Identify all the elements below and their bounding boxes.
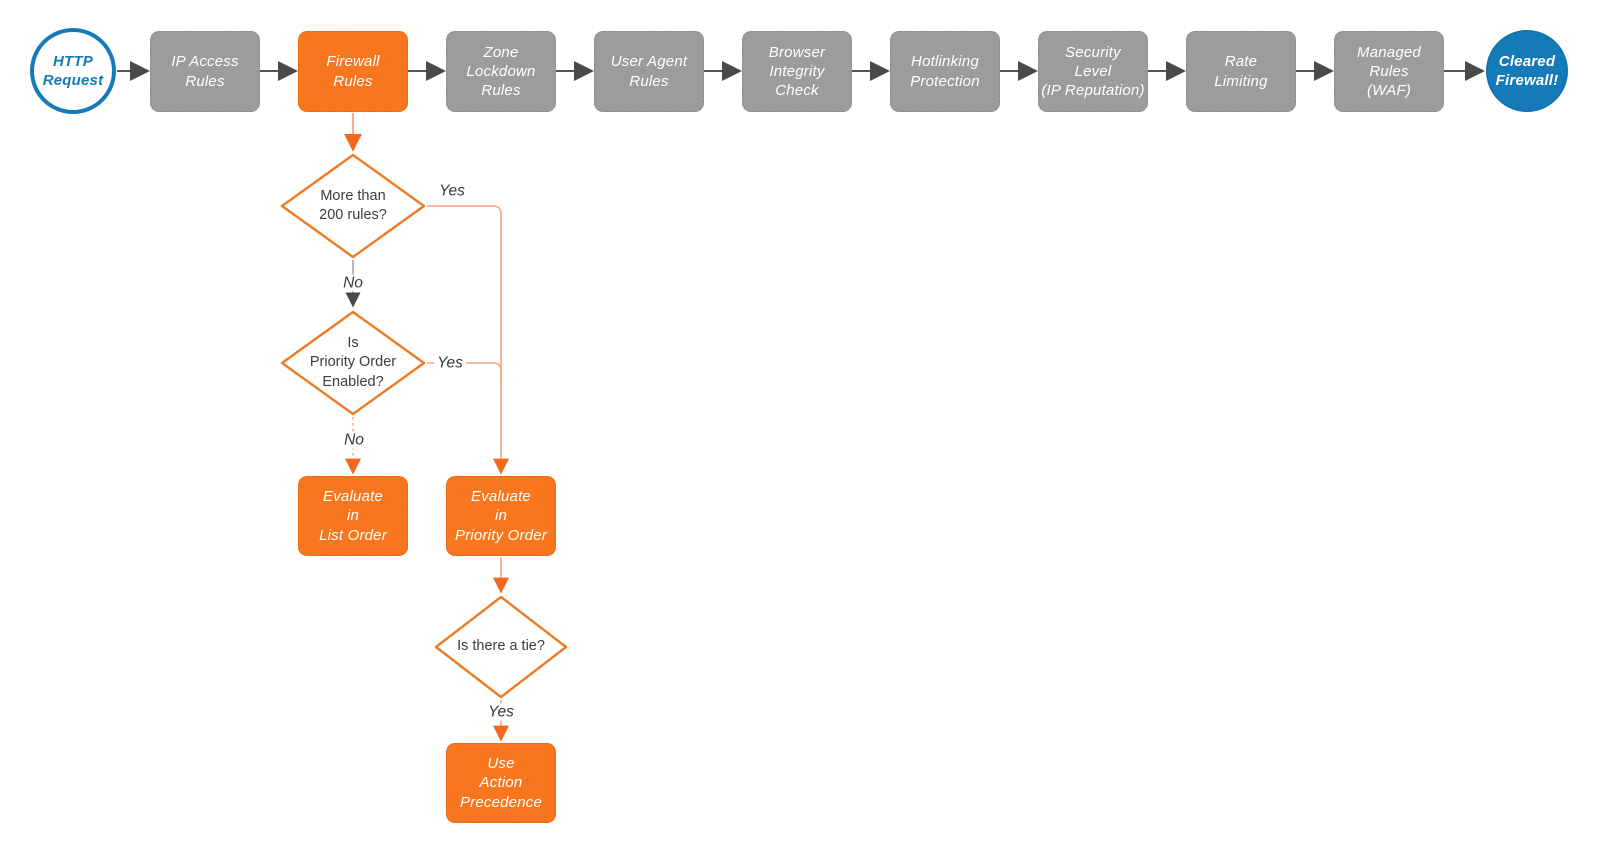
stage-firewall-rules: Firewall Rules xyxy=(298,31,408,112)
action-evaluate-in-list-order: Evaluate in List Order xyxy=(298,476,408,556)
stage-label: Firewall Rules xyxy=(326,53,380,90)
diamond-shape xyxy=(280,310,426,416)
edge-label-decision2-yes: Yes xyxy=(434,354,466,372)
stage-label: Browser Integrity Check xyxy=(768,43,826,100)
decision-priority-order-enabled: Is Priority Order Enabled? xyxy=(280,310,426,416)
stage-hotlinking-protection: Hotlinking Protection xyxy=(890,31,1000,112)
start-node-label: HTTP Request xyxy=(42,52,104,89)
end-node-label: Cleared Firewall! xyxy=(1495,52,1559,89)
action-use-action-precedence: Use Action Precedence xyxy=(446,743,556,823)
stage-label: IP Access Rules xyxy=(171,53,239,90)
decision-more-than-200-rules: More than 200 rules? xyxy=(280,153,426,259)
stage-label: Hotlinking Protection xyxy=(910,53,980,90)
decision-is-there-a-tie: Is there a tie? xyxy=(434,595,568,699)
decision-label: Is there a tie? xyxy=(457,638,545,655)
stage-browser-integrity-check: Browser Integrity Check xyxy=(742,31,852,112)
diamond-shape xyxy=(434,595,568,699)
stage-ip-access-rules: IP Access Rules xyxy=(150,31,260,112)
stage-managed-rules-waf: Managed Rules (WAF) xyxy=(1334,31,1444,112)
decision-label: More than 200 rules? xyxy=(319,187,387,223)
stage-label: Managed Rules (WAF) xyxy=(1357,43,1421,100)
action-evaluate-in-priority-order: Evaluate in Priority Order xyxy=(446,476,556,556)
action-label: Use Action Precedence xyxy=(459,755,543,811)
stage-rate-limiting: Rate Limiting xyxy=(1186,31,1296,112)
stage-label: User Agent Rules xyxy=(610,53,688,90)
edge-label-decision2-no: No xyxy=(341,431,367,449)
edge-label-decision1-yes: Yes xyxy=(436,182,468,200)
stage-security-level: Security Level (IP Reputation) xyxy=(1038,31,1148,112)
edge-decision2-yes-merge xyxy=(427,362,502,382)
action-label: Evaluate in Priority Order xyxy=(455,488,547,544)
edge-decision1-yes-to-priority-order xyxy=(427,205,509,475)
edge-label-decision1-no: No xyxy=(340,274,366,292)
action-label: Evaluate in List Order xyxy=(319,488,387,544)
stage-label: Rate Limiting xyxy=(1214,53,1268,90)
diamond-shape xyxy=(280,153,426,259)
start-node-http-request: HTTP Request xyxy=(30,28,116,114)
stage-label: Security Level (IP Reputation) xyxy=(1041,43,1145,100)
decision-label: Is Priority Order Enabled? xyxy=(309,335,397,390)
stage-label: Zone Lockdown Rules xyxy=(466,43,536,100)
edge-label-decision3-yes: Yes xyxy=(485,703,517,721)
end-node-cleared-firewall: Cleared Firewall! xyxy=(1486,30,1568,112)
stage-user-agent-rules: User Agent Rules xyxy=(594,31,704,112)
stage-zone-lockdown-rules: Zone Lockdown Rules xyxy=(446,31,556,112)
